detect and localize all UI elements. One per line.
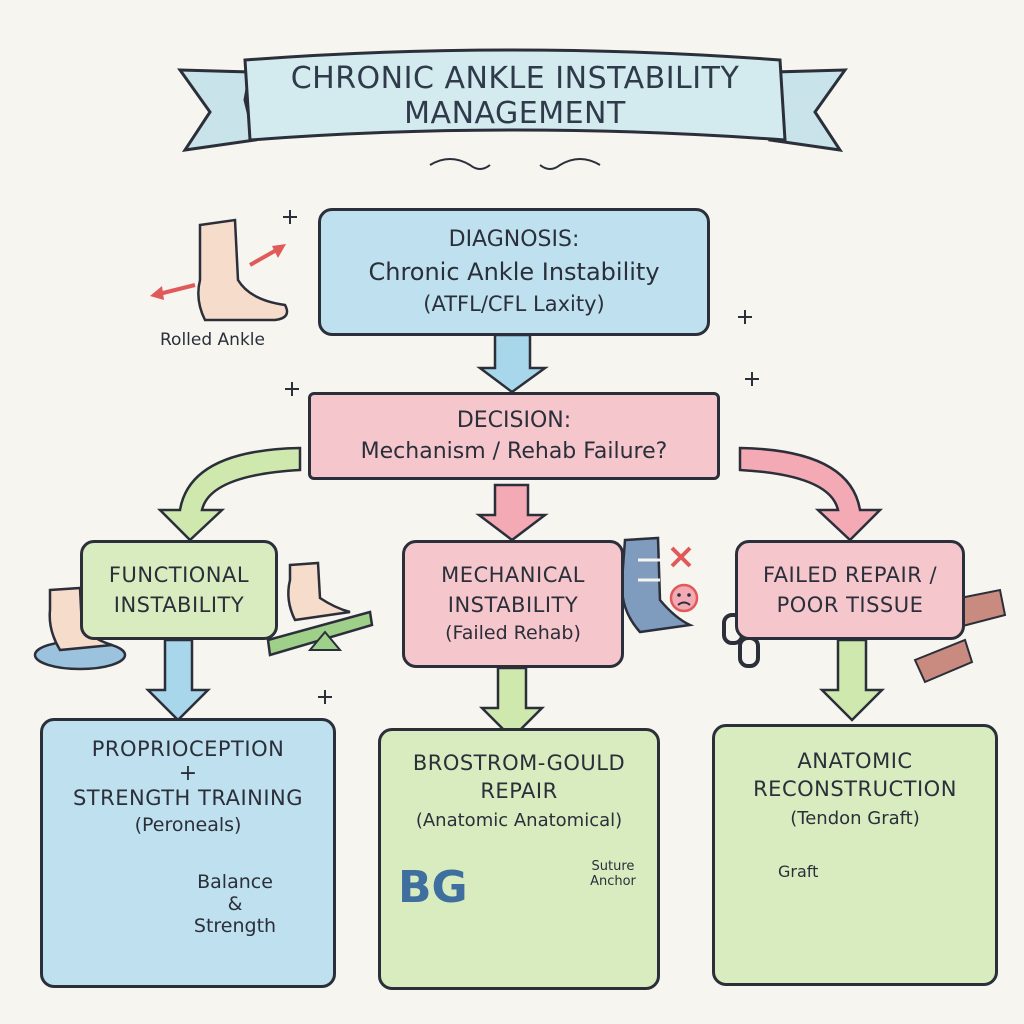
proprioception-line2: + [178, 761, 198, 787]
proprioception-training-box: PROPRIOCEPTION + STRENGTH TRAINING (Pero… [40, 718, 336, 988]
failed-repair-box: FAILED REPAIR / POOR TISSUE [735, 540, 965, 640]
title-line1: CHRONIC ANKLE INSTABILITY [290, 61, 740, 96]
balance-strength-note: Balance & Strength [180, 871, 290, 938]
title-line2: MANAGEMENT [404, 95, 626, 131]
sparkle-icons [283, 210, 759, 704]
decision-banner: DECISION: Mechanism / Rehab Failure? [308, 392, 720, 480]
brostrom-line1: BROSTROM-GOULD [412, 751, 626, 775]
reconstruction-line3: (Tendon Graft) [790, 808, 920, 830]
diagnosis-line2: (ATFL/CFL Laxity) [423, 292, 605, 317]
page-title: CHRONIC ANKLE INSTABILITY MANAGEMENT [250, 61, 780, 131]
proprioception-line4: (Peroneals) [134, 813, 242, 836]
wobble-board-foot-illustration [266, 561, 374, 657]
arrow-functional-to-proprioception [144, 638, 212, 722]
functional-instability-box: FUNCTIONAL INSTABILITY [80, 540, 278, 640]
diagnosis-heading: DIAGNOSIS: [448, 227, 580, 253]
balance-note-line2: & [227, 892, 243, 915]
mechanical-line2: INSTABILITY [447, 593, 579, 618]
arrow-mechanical-to-brostrom [478, 666, 546, 740]
frown-face-icon [669, 583, 699, 613]
suture-note-line1: Suture [591, 859, 635, 874]
title-banner [177, 48, 848, 170]
reconstruction-line1: ANATOMIC [797, 749, 913, 773]
functional-line2: INSTABILITY [113, 593, 245, 617]
graft-note: Graft [778, 862, 819, 881]
arrow-decision-to-failed [738, 446, 884, 542]
arrow-decision-to-mechanical [475, 483, 549, 542]
suture-anchor-note: Suture Anchor [578, 859, 648, 890]
balance-note-line1: Balance [197, 871, 273, 893]
failed-line1: FAILED REPAIR / [762, 562, 938, 587]
arrow-diagnosis-to-decision [476, 333, 549, 394]
decision-line1: Mechanism / Rehab Failure? [360, 439, 668, 464]
bg-logo: BG [398, 862, 468, 913]
balance-note-line3: Strength [193, 914, 277, 937]
failed-line2: POOR TISSUE [776, 593, 924, 617]
mechanical-line3: (Failed Rehab) [445, 622, 581, 645]
mechanical-instability-box: MECHANICAL INSTABILITY (Failed Rehab) [402, 540, 624, 668]
proprioception-line1: PROPRIOCEPTION [91, 737, 285, 761]
arrow-failed-to-reconstruction [818, 638, 886, 722]
brostrom-line2: REPAIR [480, 779, 558, 804]
diagnosis-line1: Chronic Ankle Instability [368, 257, 660, 286]
anatomic-reconstruction-box: ANATOMIC RECONSTRUCTION (Tendon Graft) [712, 724, 998, 986]
reconstruction-line2: RECONSTRUCTION [753, 777, 957, 802]
red-x-icon [670, 546, 692, 568]
arrow-decision-to-functional [156, 446, 302, 542]
brostrom-gould-box: BROSTROM-GOULD REPAIR (Anatomic Anatomic… [378, 728, 660, 990]
mechanical-line1: MECHANICAL [441, 562, 585, 587]
rolled-ankle-foot-illustration [150, 218, 289, 322]
proprioception-line3: STRENGTH TRAINING [72, 786, 304, 811]
functional-line1: FUNCTIONAL [108, 562, 250, 587]
decision-heading: DECISION: [456, 407, 572, 433]
suture-note-line2: Anchor [590, 873, 636, 889]
diagnosis-box: DIAGNOSIS: Chronic Ankle Instability (AT… [318, 208, 710, 336]
rolled-ankle-label: Rolled Ankle [160, 330, 265, 350]
brostrom-line3: (Anatomic Anatomical) [415, 810, 623, 832]
